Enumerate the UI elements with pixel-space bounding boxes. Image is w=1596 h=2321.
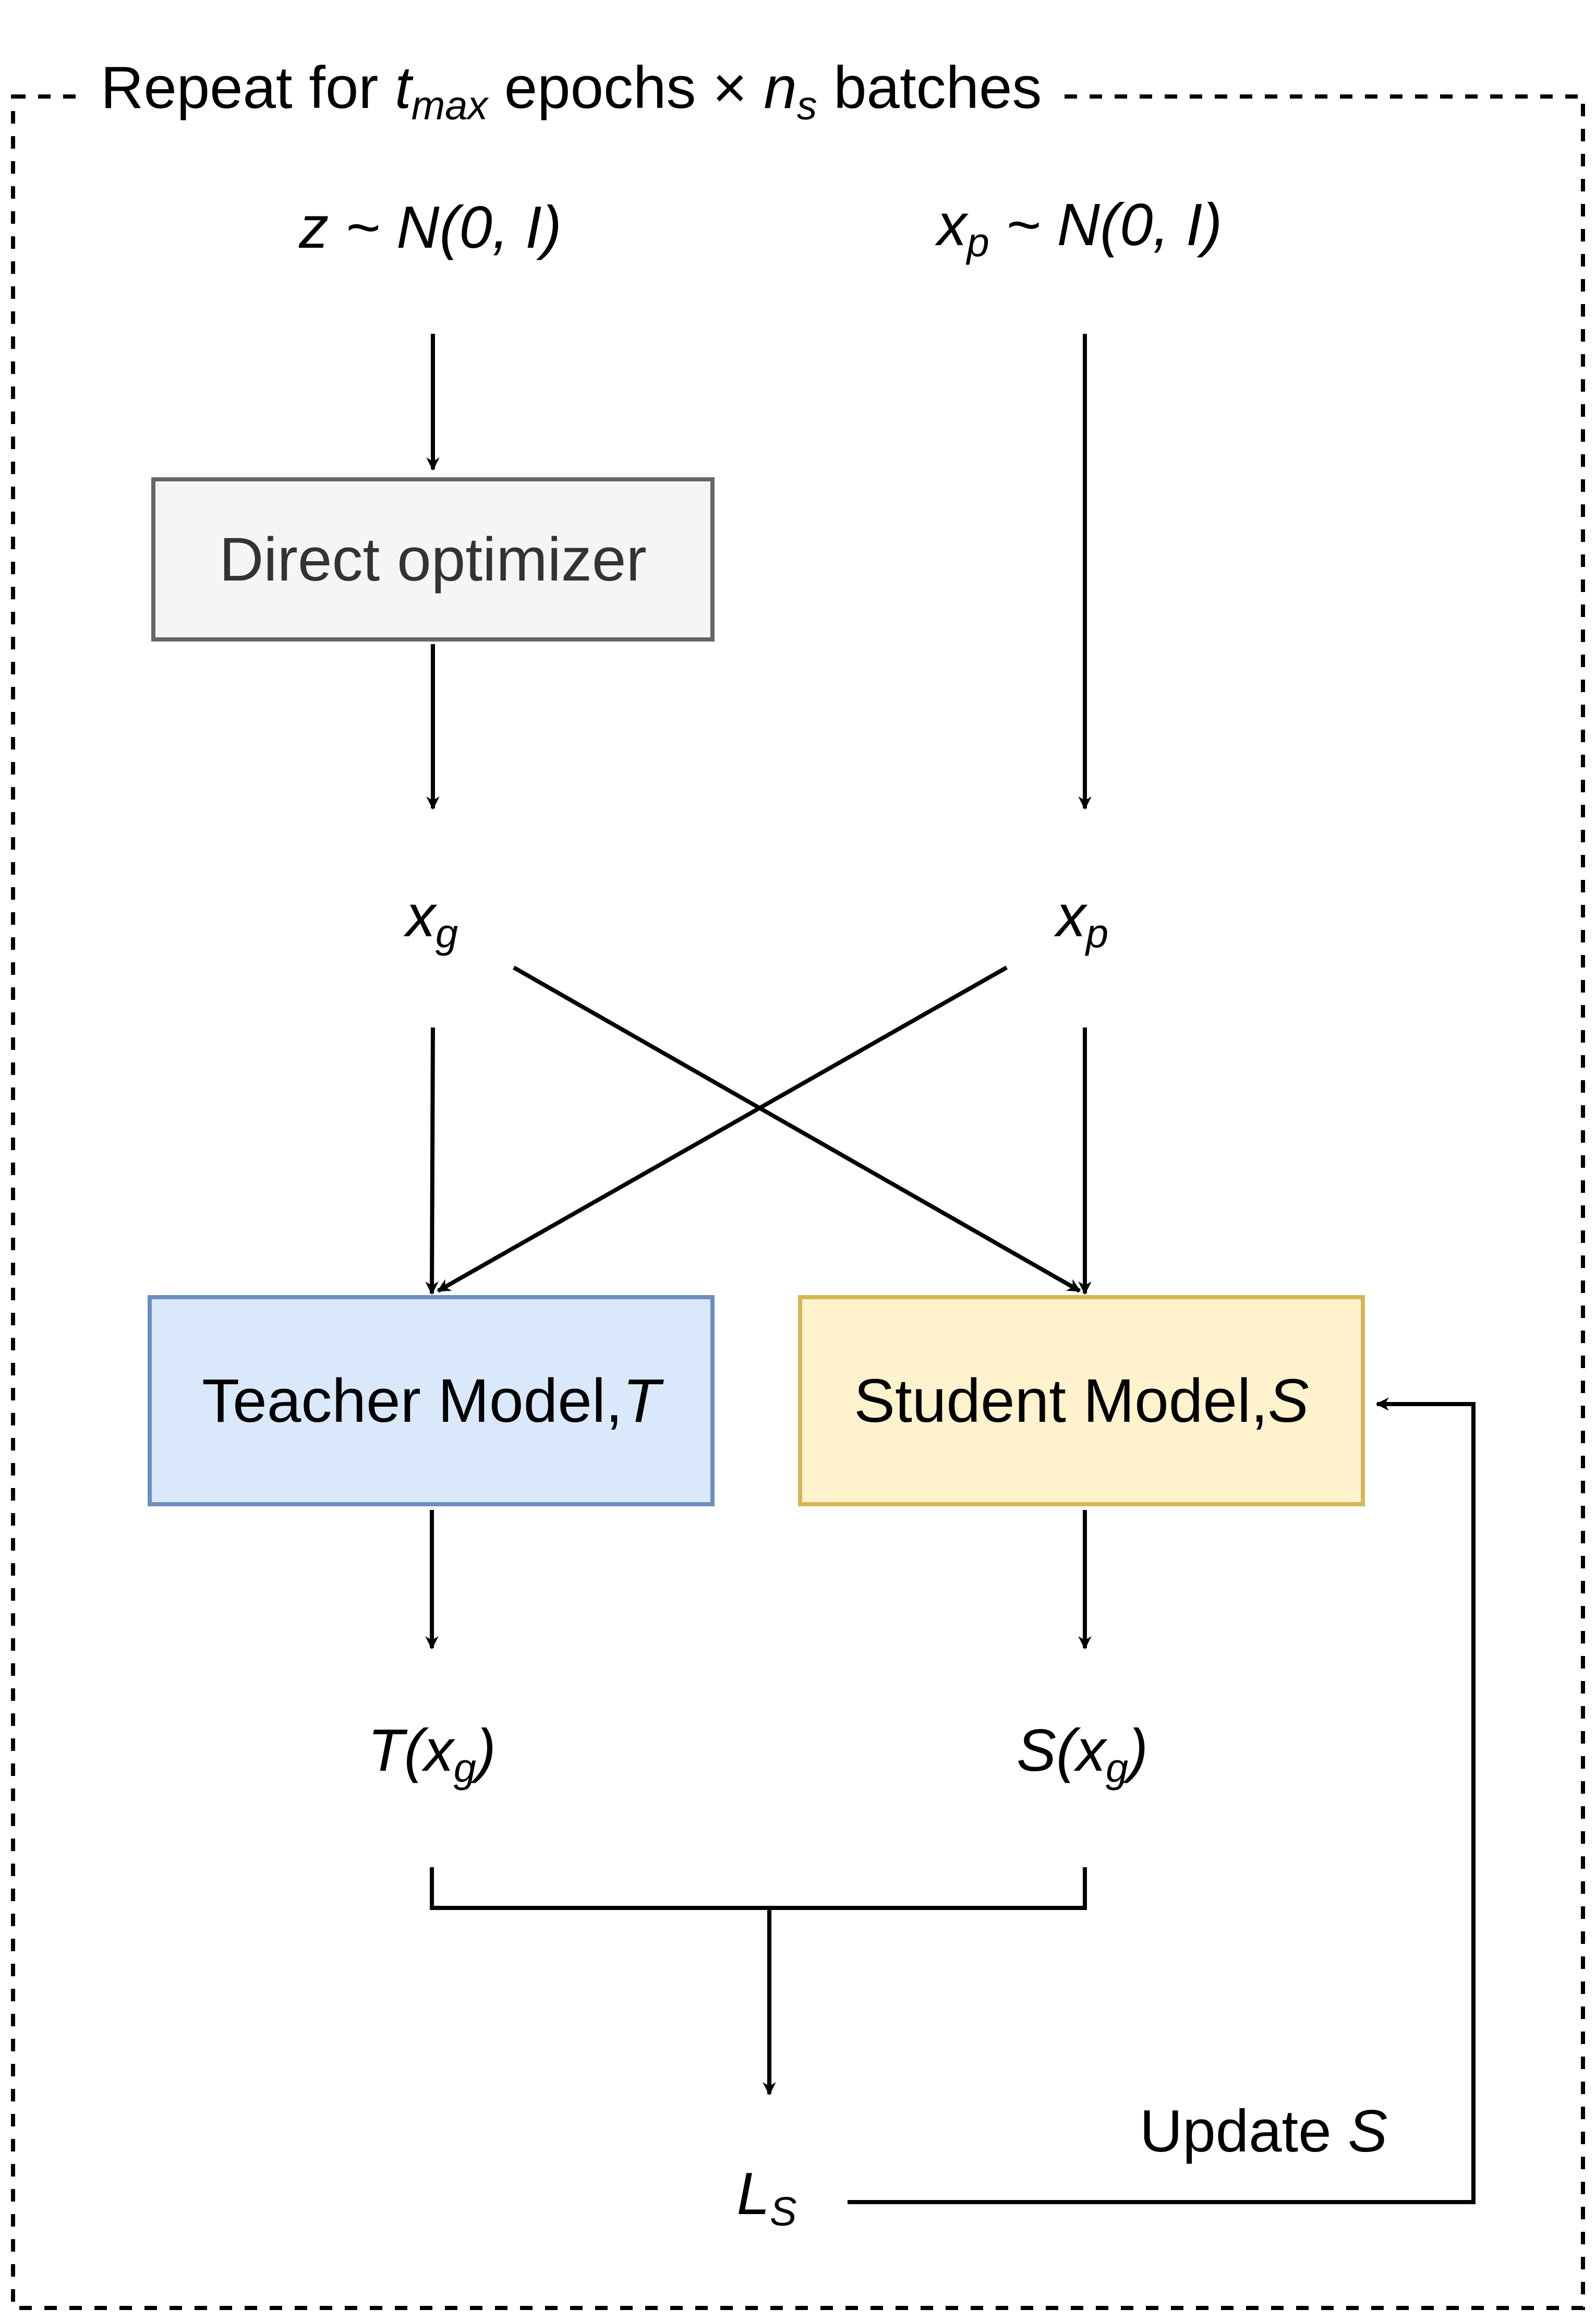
update-symbol: S	[1348, 2098, 1388, 2165]
xp-input-sub: p	[966, 220, 989, 265]
direct-optimizer-box[interactable]: Direct optimizer	[151, 477, 715, 642]
direct-optimizer-label: Direct optimizer	[219, 525, 647, 594]
loss-var: L	[736, 2161, 770, 2227]
t-var: t	[395, 55, 412, 121]
xp-sub: p	[1085, 911, 1109, 957]
xg-label: xg	[406, 887, 458, 954]
student-model-box[interactable]: Student Model, S	[798, 1295, 1365, 1506]
arrow-xg-to-student	[513, 965, 1081, 1293]
student-output-pre: S(x	[1016, 1718, 1106, 1784]
teacher-model-text: Teacher Model,	[202, 1366, 623, 1435]
teacher-output-sub: g	[453, 1746, 476, 1791]
frame-title-prefix: Repeat for	[101, 55, 395, 121]
update-label: Update S	[1140, 2102, 1387, 2161]
xp-input-dist: ~ N(0, I)	[989, 192, 1223, 258]
teacher-output-label: T(xg)	[368, 1721, 496, 1789]
student-model-text: Student Model,	[854, 1366, 1268, 1435]
loss-sub: S	[769, 2189, 797, 2234]
z-input-label: z ~ N(0, I)	[299, 195, 562, 261]
teacher-model-box[interactable]: Teacher Model, T	[148, 1295, 715, 1506]
teacher-output-post: )	[476, 1718, 496, 1784]
xp-input-label: xp ~ N(0, I)	[937, 196, 1223, 263]
arrow-xp-to-teacher	[437, 965, 1008, 1293]
xg-sub: g	[435, 911, 458, 957]
teacher-model-symbol: T	[622, 1366, 660, 1435]
student-model-symbol: S	[1268, 1366, 1309, 1435]
xp-var: x	[1056, 883, 1086, 949]
xp-label: xp	[1056, 887, 1108, 954]
arrow-update-loop	[848, 1397, 1476, 2204]
xg-var: x	[405, 883, 436, 949]
frame-title-suffix: batches	[817, 55, 1042, 121]
xp-input-var: x	[937, 192, 967, 258]
repeat-frame	[11, 94, 1585, 2310]
student-output-sub: g	[1105, 1746, 1129, 1791]
student-output-post: )	[1128, 1718, 1148, 1784]
t-sub: max	[411, 83, 488, 128]
frame-title-mid: epochs ×	[488, 55, 764, 121]
frame-title: Repeat for tmax epochs × ns batches	[86, 55, 1057, 128]
merge-bracket	[430, 1867, 1087, 1910]
teacher-output-pre: T(x	[368, 1718, 454, 1784]
arrow-xg-to-teacher	[425, 1027, 439, 1295]
n-var: n	[764, 55, 797, 121]
loss-label: LS	[736, 2165, 796, 2232]
student-output-label: S(xg)	[1017, 1721, 1148, 1789]
n-sub: s	[796, 83, 817, 128]
update-text: Update	[1140, 2098, 1348, 2165]
